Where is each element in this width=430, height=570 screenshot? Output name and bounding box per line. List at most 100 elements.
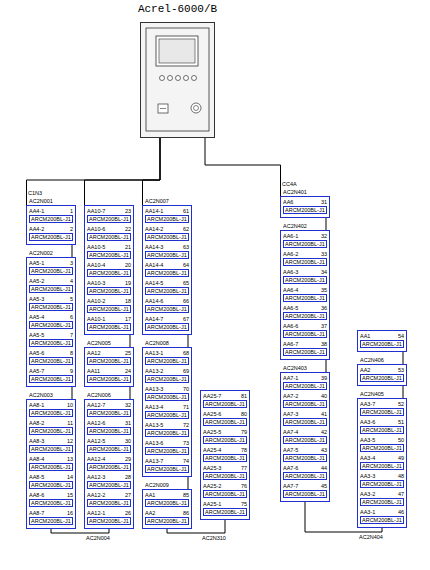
meter-device: AA7-341ARCM200BL-J1 — [283, 411, 327, 426]
device-model: ARCM200BL-J1 — [145, 411, 189, 419]
device-group: AC2N406AA253ARCM200BL-J1 — [357, 364, 407, 386]
bus-wire — [130, 387, 131, 399]
meter-device: AA14-464ARCM200BL-J1 — [145, 262, 189, 277]
device-model: ARCM200BL-J1 — [29, 409, 73, 417]
meter-device: AA8-110ARCM200BL-J1 — [29, 402, 73, 417]
bus-label: AC2N310 — [201, 535, 227, 542]
device-model: ARCM200BL-J1 — [283, 258, 327, 266]
bus-wire — [72, 387, 73, 399]
group-heading: AC2N008 — [145, 340, 169, 347]
bus-wire — [326, 218, 327, 230]
meter-device: AA25-478ARCM200BL-J1 — [203, 447, 247, 462]
meter-device: AA6-738ARCM200BL-J1 — [283, 341, 327, 356]
device-model: ARCM200BL-J1 — [29, 267, 73, 275]
meter-device: AA5-35ARCM200BL-J1 — [29, 296, 73, 311]
device-model: ARCM200BL-J1 — [145, 287, 189, 295]
device-model: ARCM200BL-J1 — [283, 240, 327, 248]
meter-device: AA6-435ARCM200BL-J1 — [283, 287, 327, 302]
meter-device: AA8-312ARCM200BL-J1 — [29, 438, 73, 453]
bus-wire — [27, 138, 161, 205]
device-group: AC2N401AA631ARCM200BL-J1 — [280, 196, 330, 218]
device-model: ARCM200BL-J1 — [283, 348, 327, 356]
device-model: ARCM200BL-J1 — [203, 490, 247, 498]
device-model: ARCM200BL-J1 — [283, 490, 327, 498]
meter-device: AA5-79ARCM200BL-J1 — [29, 368, 73, 383]
device-model: ARCM200BL-J1 — [360, 480, 404, 488]
bus-wire — [188, 477, 189, 489]
meter-device: AA25-276ARCM200BL-J1 — [203, 483, 247, 498]
device-model: ARCM200BL-J1 — [203, 508, 247, 516]
device-model: ARCM200BL-J1 — [203, 418, 247, 426]
device-model: ARCM200BL-J1 — [87, 269, 131, 277]
meter-device: AA10-117ARCM200BL-J1 — [87, 316, 131, 331]
meter-device: AA25-377ARCM200BL-J1 — [203, 465, 247, 480]
device-model: ARCM200BL-J1 — [145, 305, 189, 313]
meter-device: AA7-442ARCM200BL-J1 — [283, 429, 327, 444]
bus-wire — [85, 138, 161, 205]
device-model: ARCM200BL-J1 — [360, 462, 404, 470]
meter-device: AA5-68ARCM200BL-J1 — [29, 350, 73, 365]
bus-label: C1N3 — [27, 190, 43, 197]
device-model: ARCM200BL-J1 — [87, 375, 131, 383]
meter-device: AA3-247ARCM200BL-J1 — [360, 491, 404, 506]
meter-device: AA6-132ARCM200BL-J1 — [283, 233, 327, 248]
device-group: AC2N008AA13-168ARCM200BL-J1AA13-269ARCM2… — [142, 347, 192, 477]
meter-device: AA7-543ARCM200BL-J1 — [283, 447, 327, 462]
meter-device: AA7-644ARCM200BL-J1 — [283, 465, 327, 480]
meter-device: AA13-471ARCM200BL-J1 — [145, 404, 189, 419]
meter-device: AA6-334ARCM200BL-J1 — [283, 269, 327, 284]
device-group: AC2N405AA3-752ARCM200BL-J1AA3-651ARCM200… — [357, 398, 407, 528]
meter-device: AA1225ARCM200BL-J1 — [87, 350, 131, 365]
device-model: ARCM200BL-J1 — [87, 427, 131, 435]
device-model: ARCM200BL-J1 — [145, 323, 189, 331]
bus-wire — [143, 138, 161, 205]
device-model: ARCM200BL-J1 — [145, 269, 189, 277]
cabinet-node: Acrel-6000/B — [140, 22, 215, 138]
meter-device: AA3-146ARCM200BL-J1 — [360, 509, 404, 524]
group-heading: AC2N005 — [87, 340, 111, 347]
meter-device: AA10-622ARCM200BL-J1 — [87, 226, 131, 241]
group-heading: AC2N405 — [360, 391, 384, 398]
meter-device: AA4-22ARCM200BL-J1 — [29, 226, 73, 241]
group-heading: AC2N001 — [29, 198, 53, 205]
device-model: ARCM200BL-J1 — [29, 445, 73, 453]
device-group: AA25-781ARCM200BL-J1AA25-680ARCM200BL-J1… — [200, 390, 250, 520]
device-model: ARCM200BL-J1 — [283, 382, 327, 390]
meter-device: AA286ARCM200BL-J1 — [145, 510, 189, 525]
device-model: ARCM200BL-J1 — [87, 305, 131, 313]
bus-wire — [403, 352, 404, 364]
meter-device: AA3-651ARCM200BL-J1 — [360, 419, 404, 434]
meter-device: AA14-262ARCM200BL-J1 — [145, 226, 189, 241]
device-model: ARCM200BL-J1 — [203, 436, 247, 444]
device-model: ARCM200BL-J1 — [29, 321, 73, 329]
device-model: ARCM200BL-J1 — [29, 339, 73, 347]
device-model: ARCM200BL-J1 — [360, 426, 404, 434]
meter-device: AA12-631ARCM200BL-J1 — [87, 420, 131, 435]
group-heading: AC2N003 — [29, 392, 53, 399]
meter-device: AA12-530ARCM200BL-J1 — [87, 438, 131, 453]
device-model: ARCM200BL-J1 — [29, 357, 73, 365]
meter-device: AA12-227ARCM200BL-J1 — [87, 492, 131, 507]
device-model: ARCM200BL-J1 — [283, 312, 327, 320]
meter-device: AA4-11ARCM200BL-J1 — [29, 208, 73, 223]
device-model: ARCM200BL-J1 — [29, 285, 73, 293]
meter-device: AA25-579ARCM200BL-J1 — [203, 429, 247, 444]
meter-device: AA8-514ARCM200BL-J1 — [29, 474, 73, 489]
device-model: ARCM200BL-J1 — [283, 294, 327, 302]
meter-device: AA6-233ARCM200BL-J1 — [283, 251, 327, 266]
device-group: AC2N002AA5-13ARCM200BL-J1AA5-24ARCM200BL… — [26, 257, 76, 387]
device-model: ARCM200BL-J1 — [360, 374, 404, 382]
meter-device: AA7-240ARCM200BL-J1 — [283, 393, 327, 408]
meter-device: AA14-363ARCM200BL-J1 — [145, 244, 189, 259]
device-model: ARCM200BL-J1 — [145, 429, 189, 437]
meter-device: AA7-745ARCM200BL-J1 — [283, 483, 327, 498]
device-model: ARCM200BL-J1 — [29, 375, 73, 383]
bus-wire — [205, 138, 281, 196]
meter-device: AA7-139ARCM200BL-J1 — [283, 375, 327, 390]
bus-wire — [51, 529, 109, 533]
device-model: ARCM200BL-J1 — [29, 499, 73, 507]
device-model: ARCM200BL-J1 — [29, 215, 73, 223]
device-model: ARCM200BL-J1 — [87, 463, 131, 471]
bus-wire — [403, 386, 404, 398]
device-model: ARCM200BL-J1 — [283, 472, 327, 480]
